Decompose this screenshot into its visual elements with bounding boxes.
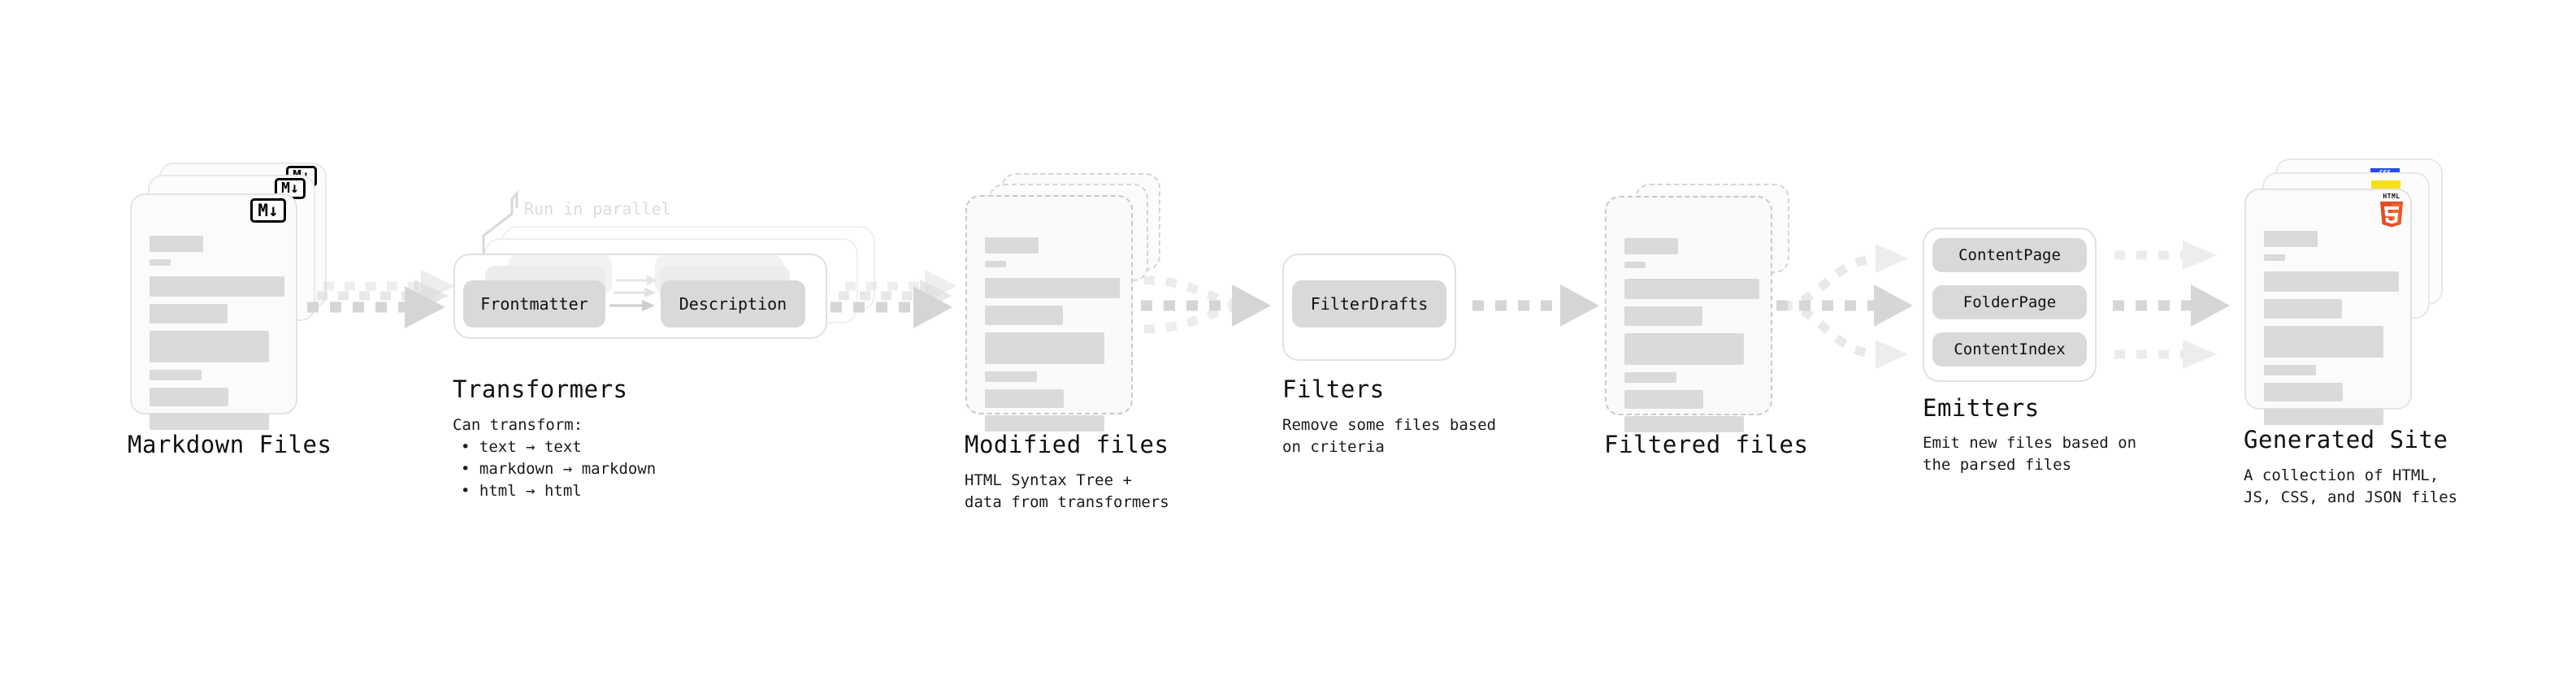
modified-file-card-front [965, 195, 1133, 432]
placeholder-line [1624, 390, 1703, 409]
chip-label: ContentIndex [1954, 340, 2066, 358]
placeholder-line [150, 414, 269, 430]
placeholder-line [2264, 271, 2399, 292]
html5-badge-text: HTML [2383, 193, 2400, 200]
stage-title-filtered-files: Filtered files [1604, 431, 1809, 458]
placeholder-line [985, 371, 1037, 382]
chip-label: Frontmatter [480, 294, 588, 314]
placeholder-line [1624, 333, 1744, 365]
chip-filterdrafts[interactable]: FilterDrafts [1292, 280, 1446, 327]
markdown-badge-front: M↓ [250, 198, 286, 223]
placeholder-line [2264, 409, 2383, 425]
chip-description[interactable]: Description [661, 280, 805, 327]
modified-files-subtitle: HTML Syntax Tree + data from transformer… [965, 471, 1169, 511]
placeholder-line [985, 261, 1006, 267]
emitters-subtitle: Emit new files based on the parsed files [1923, 434, 2137, 474]
placeholder-line [985, 415, 1104, 432]
placeholder-line [2264, 254, 2285, 261]
chip-label: FolderPage [1962, 293, 2057, 311]
generated-site-subtitle: A collection of HTML, JS, CSS, and JSON … [2244, 466, 2458, 506]
placeholder-line [150, 388, 228, 406]
html5-badge: HTML [2378, 193, 2405, 228]
placeholder-line [2264, 231, 2318, 247]
chip-label: ContentPage [1958, 246, 2061, 264]
placeholder-line [985, 306, 1063, 325]
placeholder-line [1624, 238, 1678, 254]
placeholder-line [150, 276, 284, 297]
markdown-badge-text: M↓ [258, 200, 279, 220]
filtered-file-card-front [1605, 196, 1772, 432]
placeholder-line [2264, 299, 2342, 319]
stage-title-markdown-files: Markdown Files [128, 431, 332, 458]
stage-title-transformers: Transformers [453, 375, 628, 403]
file-placeholder-lines [985, 237, 1120, 439]
placeholder-line [985, 278, 1120, 298]
stage-title-filters: Filters [1282, 375, 1385, 403]
markdown-file-card-front [130, 193, 297, 430]
transformers-subtitle: Can transform: [453, 416, 583, 434]
run-in-parallel-label: Run in parallel [524, 199, 671, 219]
placeholder-line [1624, 279, 1759, 299]
chip-contentpage[interactable]: ContentPage [1932, 238, 2087, 272]
placeholder-line [2264, 365, 2316, 375]
placeholder-line [150, 259, 171, 266]
file-placeholder-lines [150, 236, 284, 437]
file-placeholder-lines [2264, 231, 2399, 432]
stage-title-generated-site: Generated Site [2244, 426, 2448, 453]
chip-contentindex[interactable]: ContentIndex [1932, 332, 2087, 367]
placeholder-line [1624, 262, 1646, 268]
placeholder-line [150, 236, 203, 252]
placeholder-line [985, 389, 1064, 408]
chip-label: FilterDrafts [1310, 294, 1429, 314]
markdown-badge-text: M↓ [281, 180, 299, 197]
placeholder-line [150, 331, 269, 362]
placeholder-line [1624, 372, 1676, 383]
transformers-bullets: • text → text • markdown → markdown • ht… [461, 438, 657, 500]
placeholder-line [150, 304, 228, 323]
placeholder-line [2264, 326, 2383, 358]
placeholder-line [2264, 383, 2343, 401]
placeholder-line [985, 332, 1104, 364]
placeholder-line [985, 237, 1039, 254]
placeholder-line [1624, 306, 1702, 326]
stage-title-modified-files: Modified files [965, 431, 1169, 458]
stage-title-emitters: Emitters [1923, 394, 2040, 422]
file-placeholder-lines [1624, 238, 1759, 440]
chip-frontmatter[interactable]: Frontmatter [463, 280, 605, 327]
placeholder-line [150, 370, 202, 380]
chip-label: Description [679, 294, 787, 314]
site-file-card-front [2244, 189, 2412, 425]
chip-folderpage[interactable]: FolderPage [1932, 285, 2087, 319]
placeholder-line [1624, 416, 1744, 432]
filters-subtitle: Remove some files based on criteria [1282, 416, 1497, 456]
